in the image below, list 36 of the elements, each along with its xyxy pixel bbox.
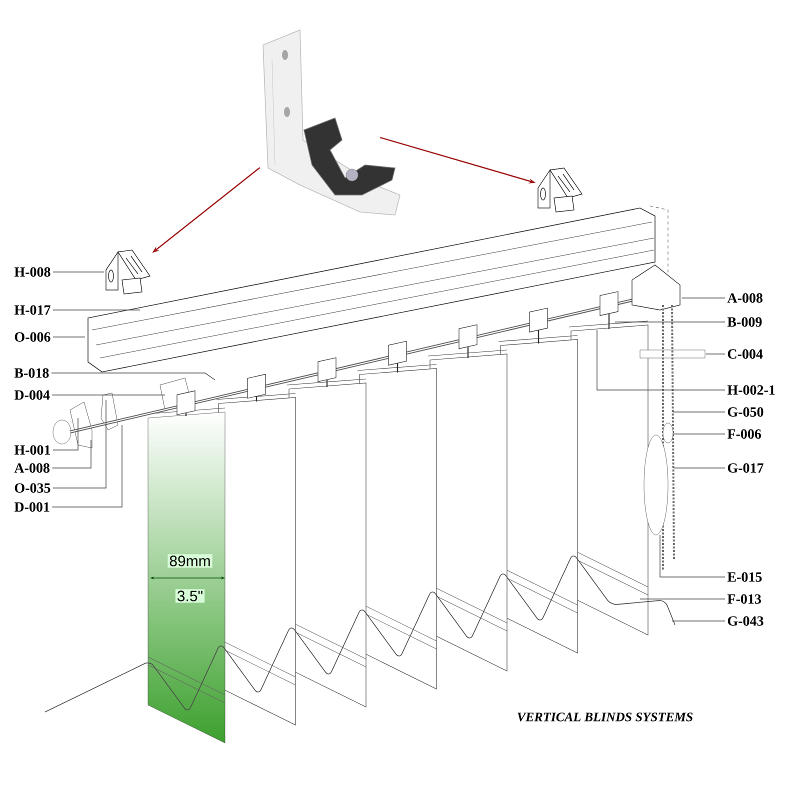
leader-line <box>52 418 78 450</box>
part-number: F-006 <box>727 429 762 439</box>
bracket-drawing <box>106 250 151 294</box>
bracket-drawing <box>538 168 583 212</box>
caption: VERTICAL BLINDS SYSTEMS <box>518 712 693 722</box>
part-number: F-013 <box>727 594 761 604</box>
leader-line <box>660 534 726 578</box>
leader-line <box>52 440 92 468</box>
part-number: O-006 <box>14 332 50 342</box>
part-number: G-017 <box>728 463 764 473</box>
part-number: O-035 <box>14 483 50 493</box>
part-number: G-050 <box>728 407 764 417</box>
dimension-label: 3.5" <box>175 589 205 603</box>
dimension-label: 89mm <box>168 554 212 568</box>
part-number: H-001 <box>14 445 50 455</box>
leader-line <box>672 620 726 622</box>
bracket-photo <box>262 29 400 216</box>
part-number: B-018 <box>14 368 49 378</box>
part-number: B-009 <box>727 317 762 327</box>
leader-line <box>52 424 122 508</box>
part-number: C-004 <box>728 349 763 359</box>
part-number: D-001 <box>14 502 50 512</box>
part-number: H-008 <box>14 267 50 277</box>
part-number: H-017 <box>14 305 50 315</box>
leader-line <box>51 372 216 380</box>
leader-line <box>596 330 726 390</box>
part-number: A-008 <box>727 293 763 303</box>
part-number: A-008 <box>14 463 50 473</box>
part-number: H-002-1 <box>727 385 775 395</box>
leader-line <box>52 394 166 396</box>
leader-line <box>52 400 106 488</box>
leader-line <box>640 598 726 600</box>
part-number: E-015 <box>727 572 762 582</box>
part-number: D-004 <box>14 390 50 400</box>
part-number: G-043 <box>728 616 764 626</box>
leader-line <box>52 336 86 338</box>
